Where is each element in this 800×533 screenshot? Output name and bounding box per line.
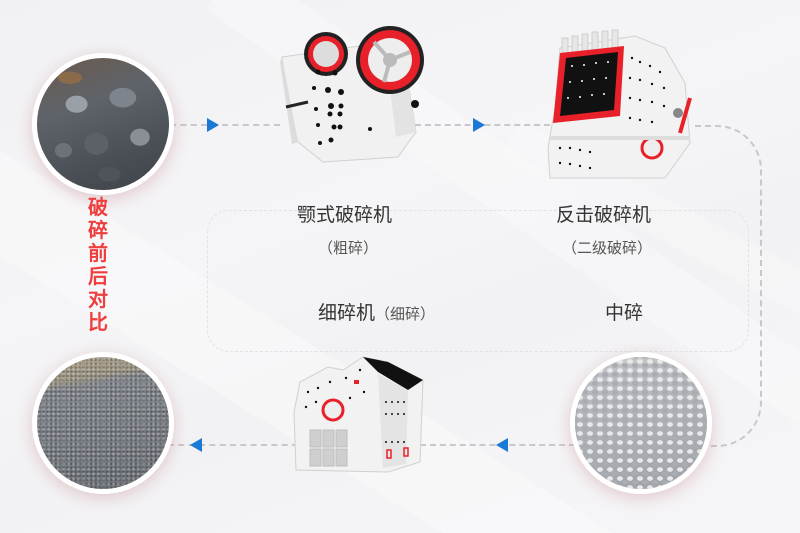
- arrow-left-icon: [496, 438, 508, 452]
- inner-dashed-frame: [207, 210, 749, 352]
- fine-crusher-subtitle: （细碎）: [375, 305, 436, 323]
- fine-sand-image: [32, 352, 174, 494]
- arrow-left-icon: [190, 438, 202, 452]
- impact-crusher-title: 反击破碎机: [556, 204, 652, 226]
- jaw-crusher-subtitle: （粗碎）: [318, 239, 379, 257]
- arrow-right-icon: [207, 118, 219, 132]
- fine-crusher-label: 细碎机（细碎）: [318, 298, 435, 325]
- fine-crusher-image: [293, 356, 424, 473]
- flow-line-raw-to-jaw: [170, 124, 280, 126]
- jaw-crusher-title: 颚式破碎机: [297, 204, 393, 226]
- jaw-crusher-image: [280, 26, 424, 163]
- before-after-comparison-label: 破碎前后对比: [88, 195, 108, 334]
- medium-gravel-image: [570, 352, 712, 494]
- impact-crusher-subtitle: （二级破碎）: [562, 239, 653, 257]
- flow-line-fine-to-sand: [168, 444, 298, 446]
- impact-crusher-image: [547, 29, 692, 179]
- raw-stone-image: [32, 53, 174, 195]
- medium-crushing-label: 中碎: [605, 302, 644, 324]
- arrow-right-icon: [473, 118, 485, 132]
- fine-crusher-title: 细碎机: [318, 302, 376, 324]
